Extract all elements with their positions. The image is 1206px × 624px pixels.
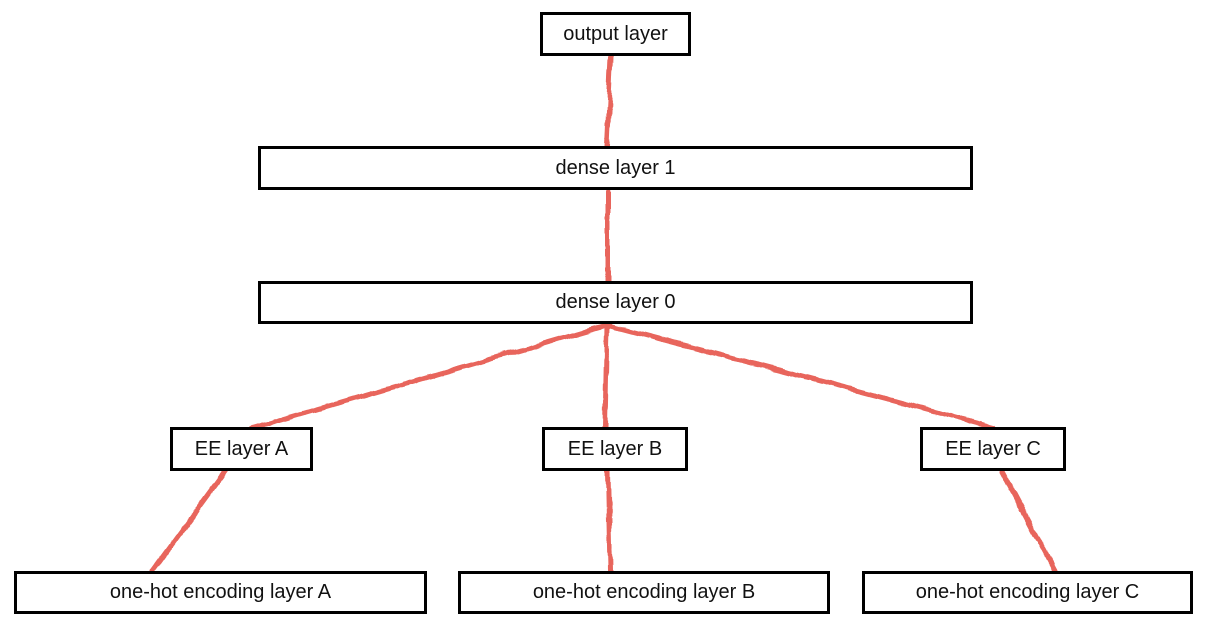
node-one-hot-encoding-layer-c: one-hot encoding layer C: [862, 571, 1193, 614]
node-dense-layer-1: dense layer 1: [258, 146, 973, 190]
edge-eeB-onehotB: [605, 468, 613, 574]
node-one-hot-encoding-layer-a-label: one-hot encoding layer A: [109, 581, 332, 603]
node-ee-layer-c-label: EE layer C: [945, 437, 1041, 460]
node-ee-layer-a-label: EE layer A: [194, 437, 289, 460]
edge-dense0-eeC: [605, 322, 997, 430]
edge-dense0-eeA: [249, 322, 610, 431]
node-one-hot-encoding-layer-c-label: one-hot encoding layer C: [915, 581, 1140, 603]
edge-dense0-eeB: [602, 322, 610, 431]
node-dense-layer-1-label: dense layer 1: [555, 156, 676, 179]
edge-eeA-onehotA: [150, 468, 229, 574]
edge-eeC-onehotC: [999, 468, 1058, 574]
node-dense-layer-0: dense layer 0: [258, 281, 973, 324]
node-output-layer-label: output layer: [563, 22, 668, 45]
node-output-layer: output layer: [540, 12, 691, 56]
node-one-hot-encoding-layer-a: one-hot encoding layer A: [14, 571, 427, 614]
node-dense-layer-0-label: dense layer 0: [555, 291, 676, 313]
node-ee-layer-b: EE layer B: [542, 427, 688, 471]
node-one-hot-encoding-layer-b-label: one-hot encoding layer B: [532, 581, 756, 603]
node-one-hot-encoding-layer-b: one-hot encoding layer B: [458, 571, 830, 614]
node-ee-layer-a: EE layer A: [170, 427, 313, 471]
edge-output-dense1: [604, 53, 614, 149]
node-ee-layer-b-label: EE layer B: [567, 437, 663, 460]
node-ee-layer-c: EE layer C: [920, 427, 1066, 471]
